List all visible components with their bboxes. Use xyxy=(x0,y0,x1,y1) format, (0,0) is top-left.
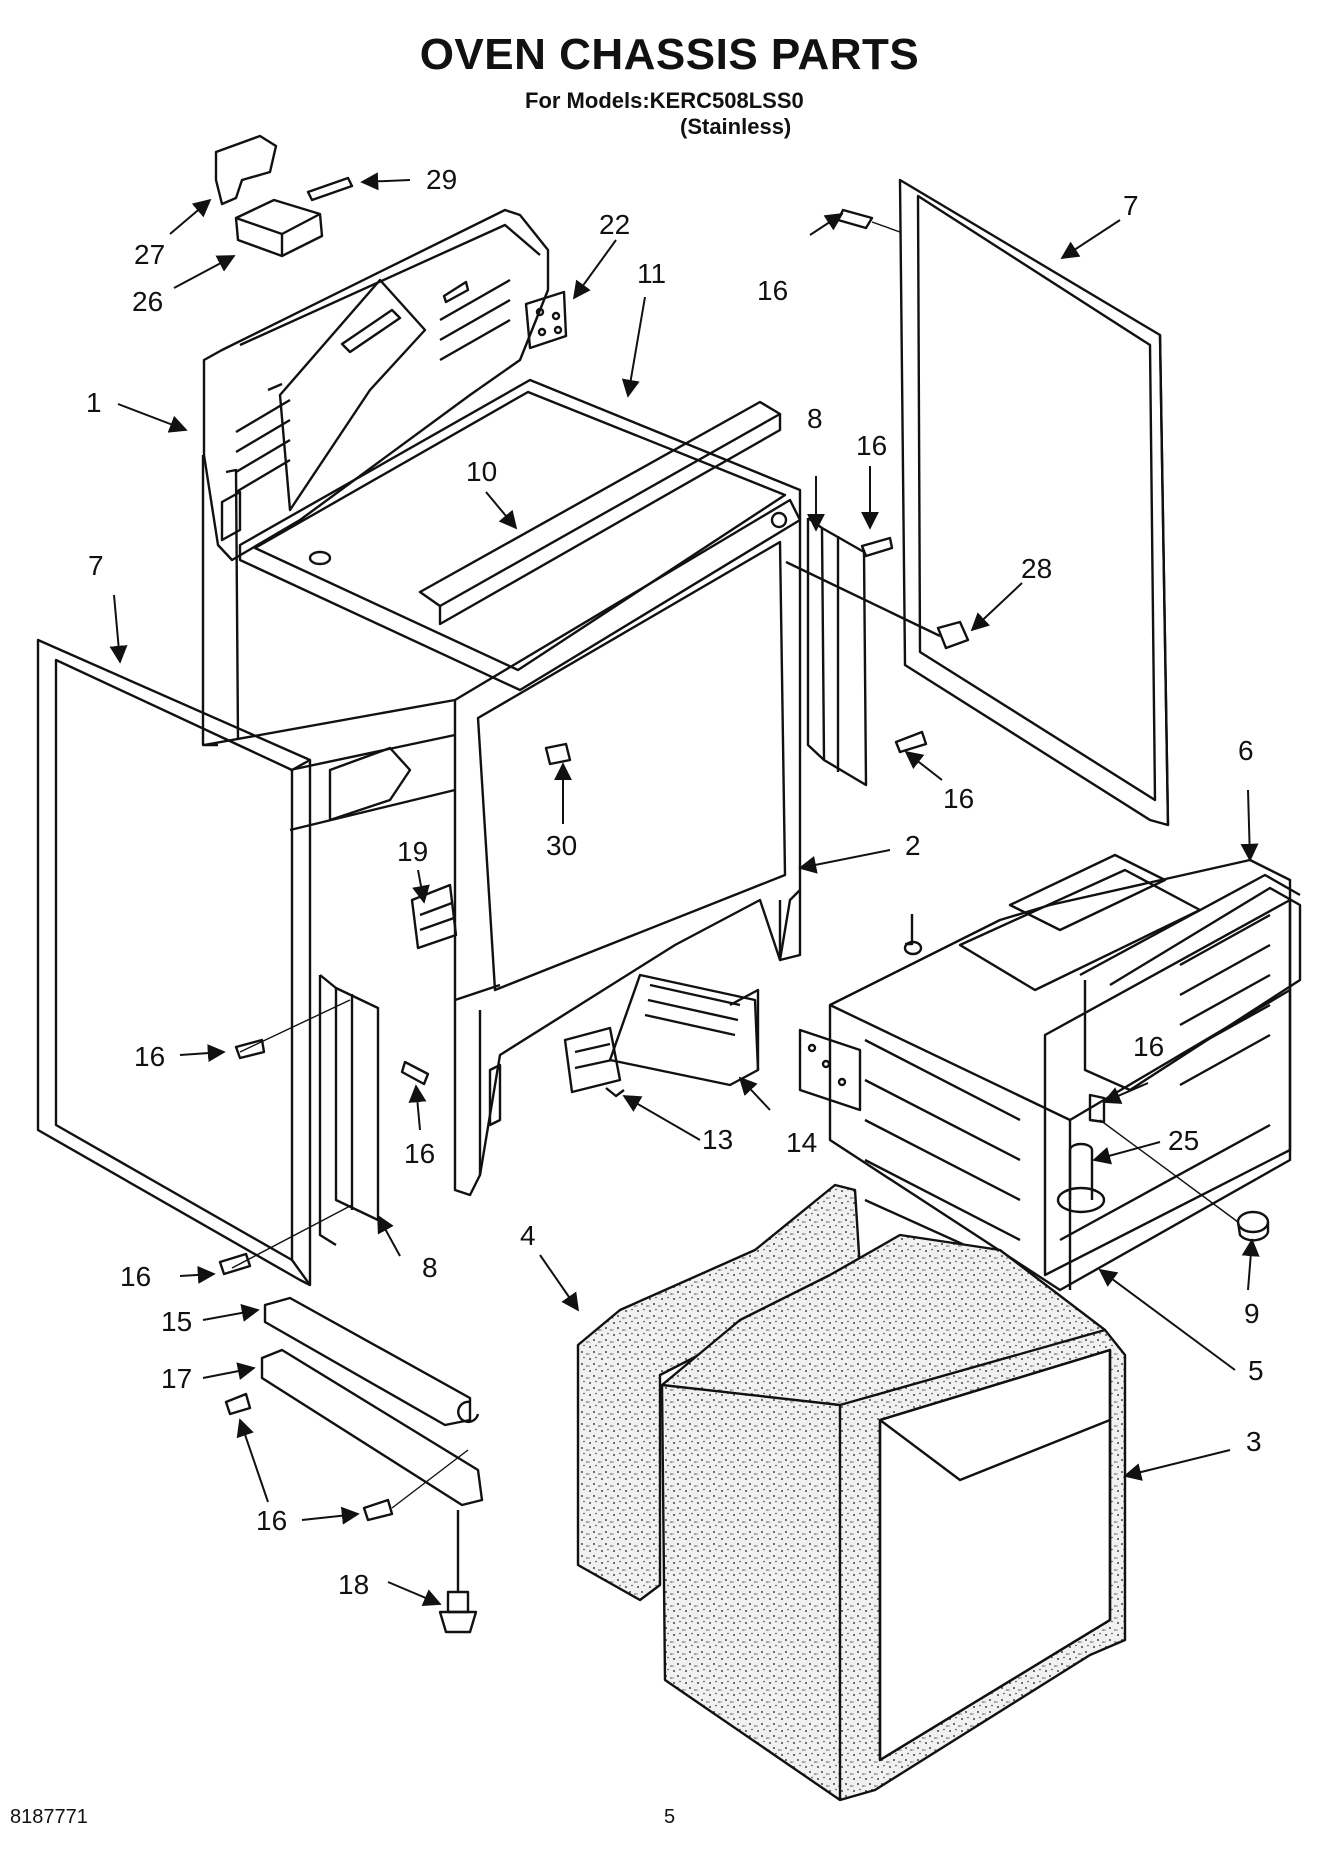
front-frame-2 xyxy=(453,498,802,1197)
callout-6: 6 xyxy=(1238,735,1254,766)
bracket-front xyxy=(328,746,412,822)
leveling-leg-18 xyxy=(446,1590,470,1614)
callout-5: 5 xyxy=(1248,1355,1264,1386)
screw-16-i xyxy=(362,1498,394,1522)
screw-16-f xyxy=(1088,1093,1106,1124)
callout-16d: 16 xyxy=(134,1041,165,1072)
document-number: 8187771 xyxy=(10,1806,88,1828)
screw-16-e xyxy=(400,1060,430,1086)
bar-10 xyxy=(418,400,782,608)
rail-8-right xyxy=(820,526,868,787)
screw-16-d xyxy=(234,1038,266,1060)
page-number: 5 xyxy=(664,1806,676,1828)
screw-16-g xyxy=(218,1252,252,1276)
rail-8-left xyxy=(334,986,380,1222)
callout-7b: 7 xyxy=(88,550,104,581)
callout-30: 30 xyxy=(546,830,577,861)
screw-16-a xyxy=(836,208,874,230)
callout-16g: 16 xyxy=(120,1261,151,1292)
callout-15: 15 xyxy=(161,1306,192,1337)
callout-16b: 16 xyxy=(856,430,887,461)
bracket-19 xyxy=(410,883,458,950)
callout-labels: 29 27 26 22 11 16 7 1 8 16 10 28 7 6 16 … xyxy=(86,164,1264,1600)
callout-28: 28 xyxy=(1021,553,1052,584)
callout-3: 3 xyxy=(1246,1426,1262,1457)
callout-1: 1 xyxy=(86,387,102,418)
block-26 xyxy=(234,198,324,258)
oven-liner-5 xyxy=(828,858,1292,1292)
side-panel-7-left xyxy=(36,638,312,1287)
callout-16e: 16 xyxy=(404,1138,435,1169)
callout-27: 27 xyxy=(134,239,165,270)
side-panel-7-right xyxy=(898,178,1170,827)
rail-15 xyxy=(263,1296,472,1427)
plug-9 xyxy=(1236,1210,1270,1234)
screw-16-c xyxy=(894,730,928,754)
callout-26: 26 xyxy=(132,286,163,317)
model-line: For Models:KERC508LSS0 xyxy=(525,88,804,113)
transformer-13 xyxy=(563,1026,622,1094)
screw-16-b xyxy=(860,536,894,558)
screw-30 xyxy=(544,742,572,766)
plug-28 xyxy=(936,620,970,650)
callout-7a: 7 xyxy=(1123,190,1139,221)
callout-18: 18 xyxy=(338,1569,369,1600)
callout-9: 9 xyxy=(1244,1298,1260,1329)
callout-22: 22 xyxy=(599,209,630,240)
callout-13: 13 xyxy=(702,1124,733,1155)
callout-29: 29 xyxy=(426,164,457,195)
callout-17: 17 xyxy=(161,1363,192,1394)
hinge-22 xyxy=(524,290,568,350)
callout-25: 25 xyxy=(1168,1125,1199,1156)
variant-line: (Stainless) xyxy=(680,114,792,139)
callout-16a: 16 xyxy=(757,275,788,306)
callout-14: 14 xyxy=(786,1127,817,1158)
callout-8b: 8 xyxy=(422,1252,438,1283)
bracket-27 xyxy=(214,134,278,206)
screw-16-h xyxy=(224,1392,252,1416)
element-6 xyxy=(1083,886,1302,1092)
callout-4: 4 xyxy=(520,1220,536,1251)
callout-16c: 16 xyxy=(943,783,974,814)
callout-16h: 16 xyxy=(256,1505,287,1536)
callout-10: 10 xyxy=(466,456,497,487)
page-title: OVEN CHASSIS PARTS xyxy=(419,30,920,79)
sensor-25 xyxy=(1068,1150,1094,1200)
callout-11: 11 xyxy=(637,258,666,289)
callout-2: 2 xyxy=(905,830,921,861)
callout-16f: 16 xyxy=(1133,1031,1164,1062)
callout-19: 19 xyxy=(397,836,428,867)
rail-17 xyxy=(260,1348,484,1507)
callout-8a: 8 xyxy=(807,403,823,434)
strip-29 xyxy=(306,176,354,202)
